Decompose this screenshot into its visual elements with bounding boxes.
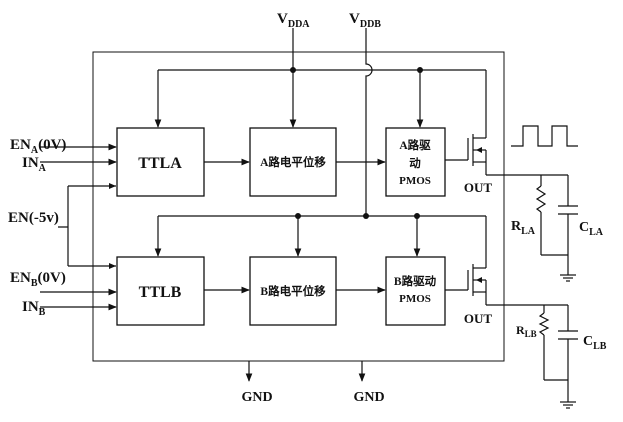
pmos-transistor-icon bbox=[445, 126, 487, 175]
block-level-shift-a-label: A路电平位移 bbox=[260, 155, 326, 169]
block-ttlb-label: TTLB bbox=[139, 284, 182, 301]
en-arrow-b bbox=[109, 263, 116, 269]
block-driver-a-line1: A路驱 bbox=[399, 138, 431, 152]
pmos-transistor-icon bbox=[445, 257, 487, 305]
rla-label: RLA bbox=[511, 219, 536, 237]
capacitor-icon bbox=[558, 330, 578, 340]
svg-text:VDDA: VDDA bbox=[277, 11, 310, 30]
clb-label: CLB bbox=[583, 334, 607, 352]
block-ttla bbox=[116, 127, 205, 197]
vdda-label: VDDA bbox=[277, 11, 310, 30]
resistor-icon bbox=[535, 185, 547, 213]
gnd-right-label: GND bbox=[353, 390, 384, 405]
block-driver-a-line2: 动 bbox=[409, 156, 421, 170]
block-driver-b-line1: B路驱动 bbox=[394, 274, 437, 288]
vddb-wire bbox=[365, 28, 373, 216]
gnd-left-label: GND bbox=[241, 390, 272, 405]
block-driver-a bbox=[385, 127, 446, 197]
input-in-b-label: INB bbox=[22, 299, 46, 318]
junction bbox=[290, 67, 296, 73]
input-in-a-label: INA bbox=[22, 155, 47, 174]
input-en-b-label: ENB(0V) bbox=[10, 270, 66, 289]
rlb-label: RLB bbox=[516, 323, 537, 339]
cla-label: CLA bbox=[579, 220, 604, 238]
block-driver-b-line2: PMOS bbox=[399, 293, 431, 305]
block-ttla-label: TTLA bbox=[138, 155, 182, 172]
junction bbox=[417, 67, 423, 73]
input-en-label: EN(-5v) bbox=[8, 210, 59, 226]
en-wire bbox=[58, 185, 116, 267]
en-arrow-a bbox=[109, 183, 116, 189]
input-en-a-label: ENA(0V) bbox=[10, 137, 66, 156]
resistor-icon bbox=[538, 312, 550, 336]
out-b-label: OUT bbox=[464, 311, 493, 326]
junction bbox=[363, 213, 369, 219]
ground-icon bbox=[560, 401, 576, 409]
block-driver-b bbox=[385, 256, 446, 326]
block-level-shift-a bbox=[249, 127, 337, 197]
junction bbox=[295, 213, 301, 219]
block-ttlb bbox=[116, 256, 205, 326]
square-wave-icon bbox=[511, 125, 578, 147]
chip-outline bbox=[92, 51, 505, 362]
ground-icon bbox=[560, 274, 576, 282]
out-a-label: OUT bbox=[464, 180, 493, 195]
block-level-shift-b-label: B路电平位移 bbox=[260, 284, 326, 298]
vddb-label: VDDB bbox=[349, 11, 381, 30]
junction bbox=[414, 213, 420, 219]
block-level-shift-b bbox=[249, 256, 337, 326]
capacitor-icon bbox=[558, 205, 578, 215]
block-driver-a-line3: PMOS bbox=[399, 175, 431, 187]
svg-text:VDDB: VDDB bbox=[349, 11, 381, 30]
